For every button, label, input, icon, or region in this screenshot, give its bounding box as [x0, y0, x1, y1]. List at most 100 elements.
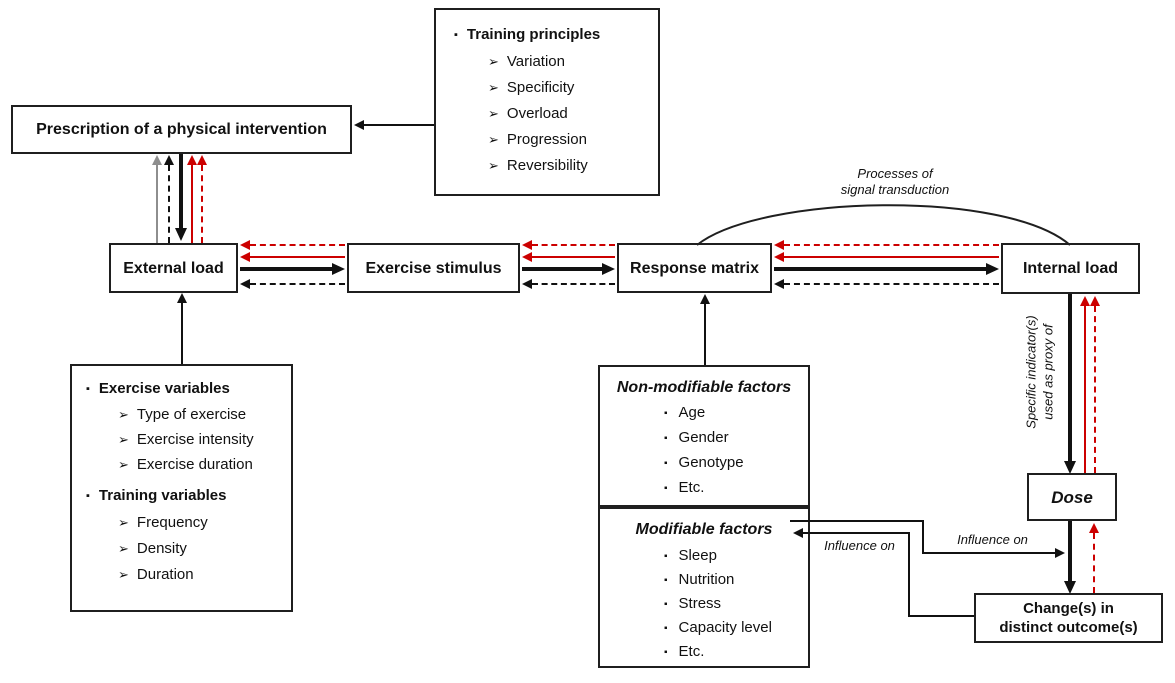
- list-item-label: Overload: [506, 105, 568, 122]
- influence-a-line-1: [790, 520, 924, 522]
- square-bullet-icon: ▪: [664, 551, 668, 562]
- square-bullet-icon: ▪: [664, 483, 668, 494]
- list-item: ▪Etc.: [664, 643, 808, 660]
- arrow-bullet-icon: ➢: [488, 106, 499, 121]
- list-item: ➢Variation: [488, 53, 658, 70]
- factors-to-response-matrix-head: [700, 294, 710, 304]
- square-bullet-icon: ▪: [664, 599, 668, 610]
- list-item: ▪ Age: [664, 404, 808, 421]
- list-item-label: Exercise intensity: [136, 431, 254, 448]
- gap3-red-dashed-left-head: [774, 240, 784, 250]
- gap2-black-dashed-left-head: [522, 279, 532, 289]
- external-load-box: External load: [109, 243, 238, 293]
- influence-a-head: [1055, 548, 1065, 558]
- list-item: ▪Genotype: [664, 454, 808, 471]
- gap1-black-dashed-line: [250, 283, 345, 285]
- list-item-label: Capacity level: [678, 619, 772, 636]
- gap2-black-right-head: [602, 263, 615, 275]
- signal-transduction-note: Processes of signal transduction: [795, 166, 995, 198]
- list-item-label: Frequency: [136, 514, 208, 531]
- proxy-note-line1: Specific indicator(s): [1023, 315, 1039, 429]
- training-variables-title-row: ▪ Training variables: [86, 487, 291, 504]
- gap2-black-right-line: [522, 267, 602, 271]
- list-item-label: Nutrition: [678, 571, 735, 588]
- list-item: ➢ Exercise duration: [118, 456, 291, 473]
- changes-label-line1: Change(s) in: [1023, 600, 1114, 617]
- gap1-red-dashed-left-head: [240, 240, 250, 250]
- list-item-label: Sleep: [678, 547, 717, 564]
- gap2-red-dashed-line: [532, 244, 615, 246]
- list-item: ▪Etc.: [664, 479, 808, 496]
- proxy-note: Specific indicator(s) used as proxy of: [1023, 285, 1059, 460]
- list-item-label: Density: [136, 540, 187, 557]
- prescription-box: Prescription of a physical intervention: [11, 105, 352, 154]
- list-item-label: Type of exercise: [136, 406, 247, 423]
- modifiable-title: Modifiable factors: [635, 521, 773, 538]
- square-bullet-icon: ▪: [664, 623, 668, 634]
- gap3-black-dashed-line: [784, 283, 999, 285]
- arrow-bullet-icon: ➢: [118, 432, 129, 447]
- list-item: ▪Gender: [664, 429, 808, 446]
- dose-label: Dose: [1051, 487, 1093, 507]
- list-item-label: Specificity: [506, 79, 575, 96]
- arrow-bullet-icon: ➢: [488, 54, 499, 69]
- list-item: ▪ Sleep: [664, 547, 808, 564]
- prescription-to-external-load-head: [175, 228, 187, 241]
- proxy-note-line2: used as proxy of: [1040, 324, 1056, 420]
- square-bullet-icon: ▪: [664, 647, 668, 658]
- gap1-black-right-line: [240, 267, 332, 271]
- dose-to-changes-head: [1064, 581, 1076, 594]
- gap1-red-solid-line: [250, 256, 345, 258]
- feedback-red-dashed-up-head: [197, 155, 207, 165]
- list-item-label: Stress: [678, 595, 722, 612]
- list-item: ➢ Frequency: [118, 514, 291, 531]
- exercise-stimulus-label: Exercise stimulus: [365, 259, 502, 277]
- arrow-bullet-icon: ➢: [118, 457, 129, 472]
- square-bullet-icon: ▪: [664, 433, 668, 444]
- influence-a-line-2: [922, 520, 924, 554]
- square-bullet-icon: ▪: [664, 408, 668, 419]
- signal-transduction-note-line1: Processes of: [857, 166, 933, 181]
- exercise-variables-title-row: ▪ Exercise variables: [86, 380, 291, 397]
- gap3-black-dashed-left-head: [774, 279, 784, 289]
- list-item: ➢Type of exercise: [118, 406, 291, 423]
- dose-to-changes-line: [1068, 521, 1072, 581]
- list-item-label: Age: [678, 404, 706, 421]
- variables-to-external-load-line: [181, 303, 183, 364]
- arrow-bullet-icon: ➢: [488, 132, 499, 147]
- gap3-black-right-head: [986, 263, 999, 275]
- feedback-red-solid-up-line: [191, 165, 193, 243]
- training-principles-title-row: ▪ Training principles: [454, 26, 658, 43]
- square-bullet-icon: ▪: [664, 575, 668, 586]
- arrow-bullet-icon: ➢: [118, 567, 129, 582]
- list-item-label: Duration: [136, 566, 194, 583]
- list-item-label: Progression: [506, 131, 587, 148]
- changes-label-line2: distinct outcome(s): [999, 619, 1138, 636]
- prescription-to-external-load-line: [179, 154, 183, 228]
- list-item-label: Exercise duration: [136, 456, 253, 473]
- gap2-black-dashed-line: [532, 283, 615, 285]
- influence-b-line-2: [908, 532, 910, 617]
- dose-box: Dose: [1027, 473, 1117, 521]
- internal-load-to-dose-line: [1068, 294, 1072, 461]
- changes-to-dose-red-dashed-line: [1093, 533, 1095, 593]
- external-load-label: External load: [123, 259, 224, 277]
- feedback-black-dashed-up-head: [164, 155, 174, 165]
- gap1-red-dashed-line: [250, 244, 345, 246]
- changes-label: Change(s) in distinct outcome(s): [999, 599, 1137, 637]
- list-item: ➢ Exercise intensity: [118, 431, 291, 448]
- gap3-red-dashed-line: [784, 244, 999, 246]
- list-item: ➢ Progression: [488, 131, 658, 148]
- gap2-red-solid-line: [532, 256, 615, 258]
- response-matrix-label: Response matrix: [630, 259, 759, 277]
- changes-box: Change(s) in distinct outcome(s): [974, 593, 1163, 643]
- variables-box: ▪ Exercise variables ➢Type of exercise ➢…: [70, 364, 293, 612]
- arrow-bullet-icon: ➢: [488, 158, 499, 173]
- square-bullet-icon: ▪: [86, 490, 90, 502]
- square-bullet-icon: ▪: [86, 383, 90, 395]
- gap2-red-solid-left-head: [522, 252, 532, 262]
- dose-to-internal-red-solid-head: [1080, 296, 1090, 306]
- gap3-black-right-line: [774, 267, 986, 271]
- arrow-principles-to-prescription-line: [364, 124, 434, 126]
- arrow-bullet-icon: ➢: [118, 515, 129, 530]
